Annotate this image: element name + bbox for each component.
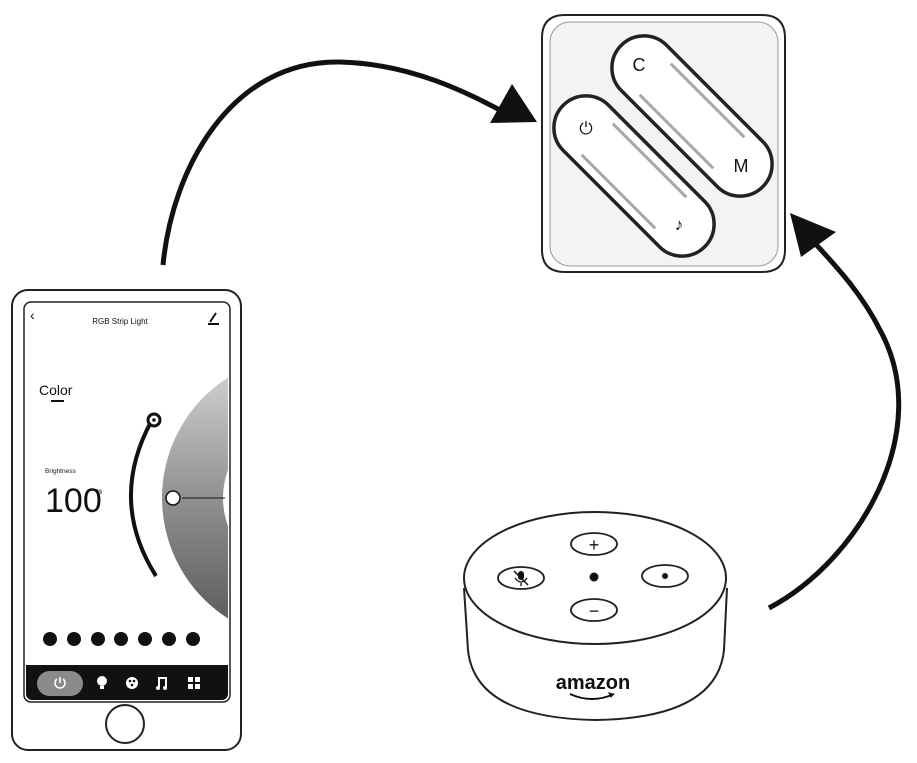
speaker-action-button[interactable]: [641, 564, 689, 588]
tab-color[interactable]: Color: [39, 382, 73, 398]
controller-c-glyph: C: [633, 55, 646, 75]
palette-icon[interactable]: [126, 677, 138, 689]
speaker-brand-logo: amazon: [556, 672, 630, 694]
controller-power-glyph: ⏻: [579, 119, 593, 138]
speaker-volume-down-button[interactable]: [570, 598, 618, 622]
mic-off-icon: [513, 570, 529, 586]
brightness-label: Brightness: [45, 468, 76, 475]
power-tab[interactable]: [37, 671, 83, 696]
edit-icon[interactable]: [208, 312, 219, 325]
color-presets: [43, 632, 200, 646]
arrow-phone-to-controller: [160, 59, 537, 266]
brightness-arc[interactable]: [129, 419, 158, 578]
color-picker-handle[interactable]: [165, 490, 181, 506]
volume-up-glyph: +: [589, 535, 600, 555]
color-preset[interactable]: [43, 632, 57, 646]
speaker-mic-off-button[interactable]: [497, 566, 545, 590]
arrow-speaker-to-controller: [767, 213, 902, 611]
controller-button-cm[interactable]: [599, 23, 786, 210]
controller-m-glyph: M: [734, 156, 749, 176]
color-preset[interactable]: [162, 632, 176, 646]
brightness-unit: %: [96, 489, 102, 496]
color-preset[interactable]: [91, 632, 105, 646]
color-preset[interactable]: [67, 632, 81, 646]
volume-down-glyph: −: [589, 601, 600, 621]
color-preset[interactable]: [186, 632, 200, 646]
brightness-value: 100: [45, 482, 102, 520]
smart-speaker: [463, 511, 728, 722]
back-icon[interactable]: ‹: [30, 307, 35, 323]
speaker-volume-up-button[interactable]: [570, 532, 618, 556]
home-button[interactable]: [105, 704, 145, 744]
screen-title: RGB Strip Light: [92, 317, 148, 326]
color-preset[interactable]: [114, 632, 128, 646]
power-icon: [54, 677, 66, 689]
controller-button-power[interactable]: [541, 83, 728, 270]
music-icon[interactable]: [156, 677, 167, 690]
speaker-light-dot: [589, 572, 599, 582]
bulb-icon[interactable]: [97, 676, 107, 689]
color-preset[interactable]: [138, 632, 152, 646]
scenes-icon[interactable]: [188, 677, 200, 689]
controller-panel: [541, 14, 786, 273]
controller-music-glyph: ♪: [675, 215, 684, 234]
